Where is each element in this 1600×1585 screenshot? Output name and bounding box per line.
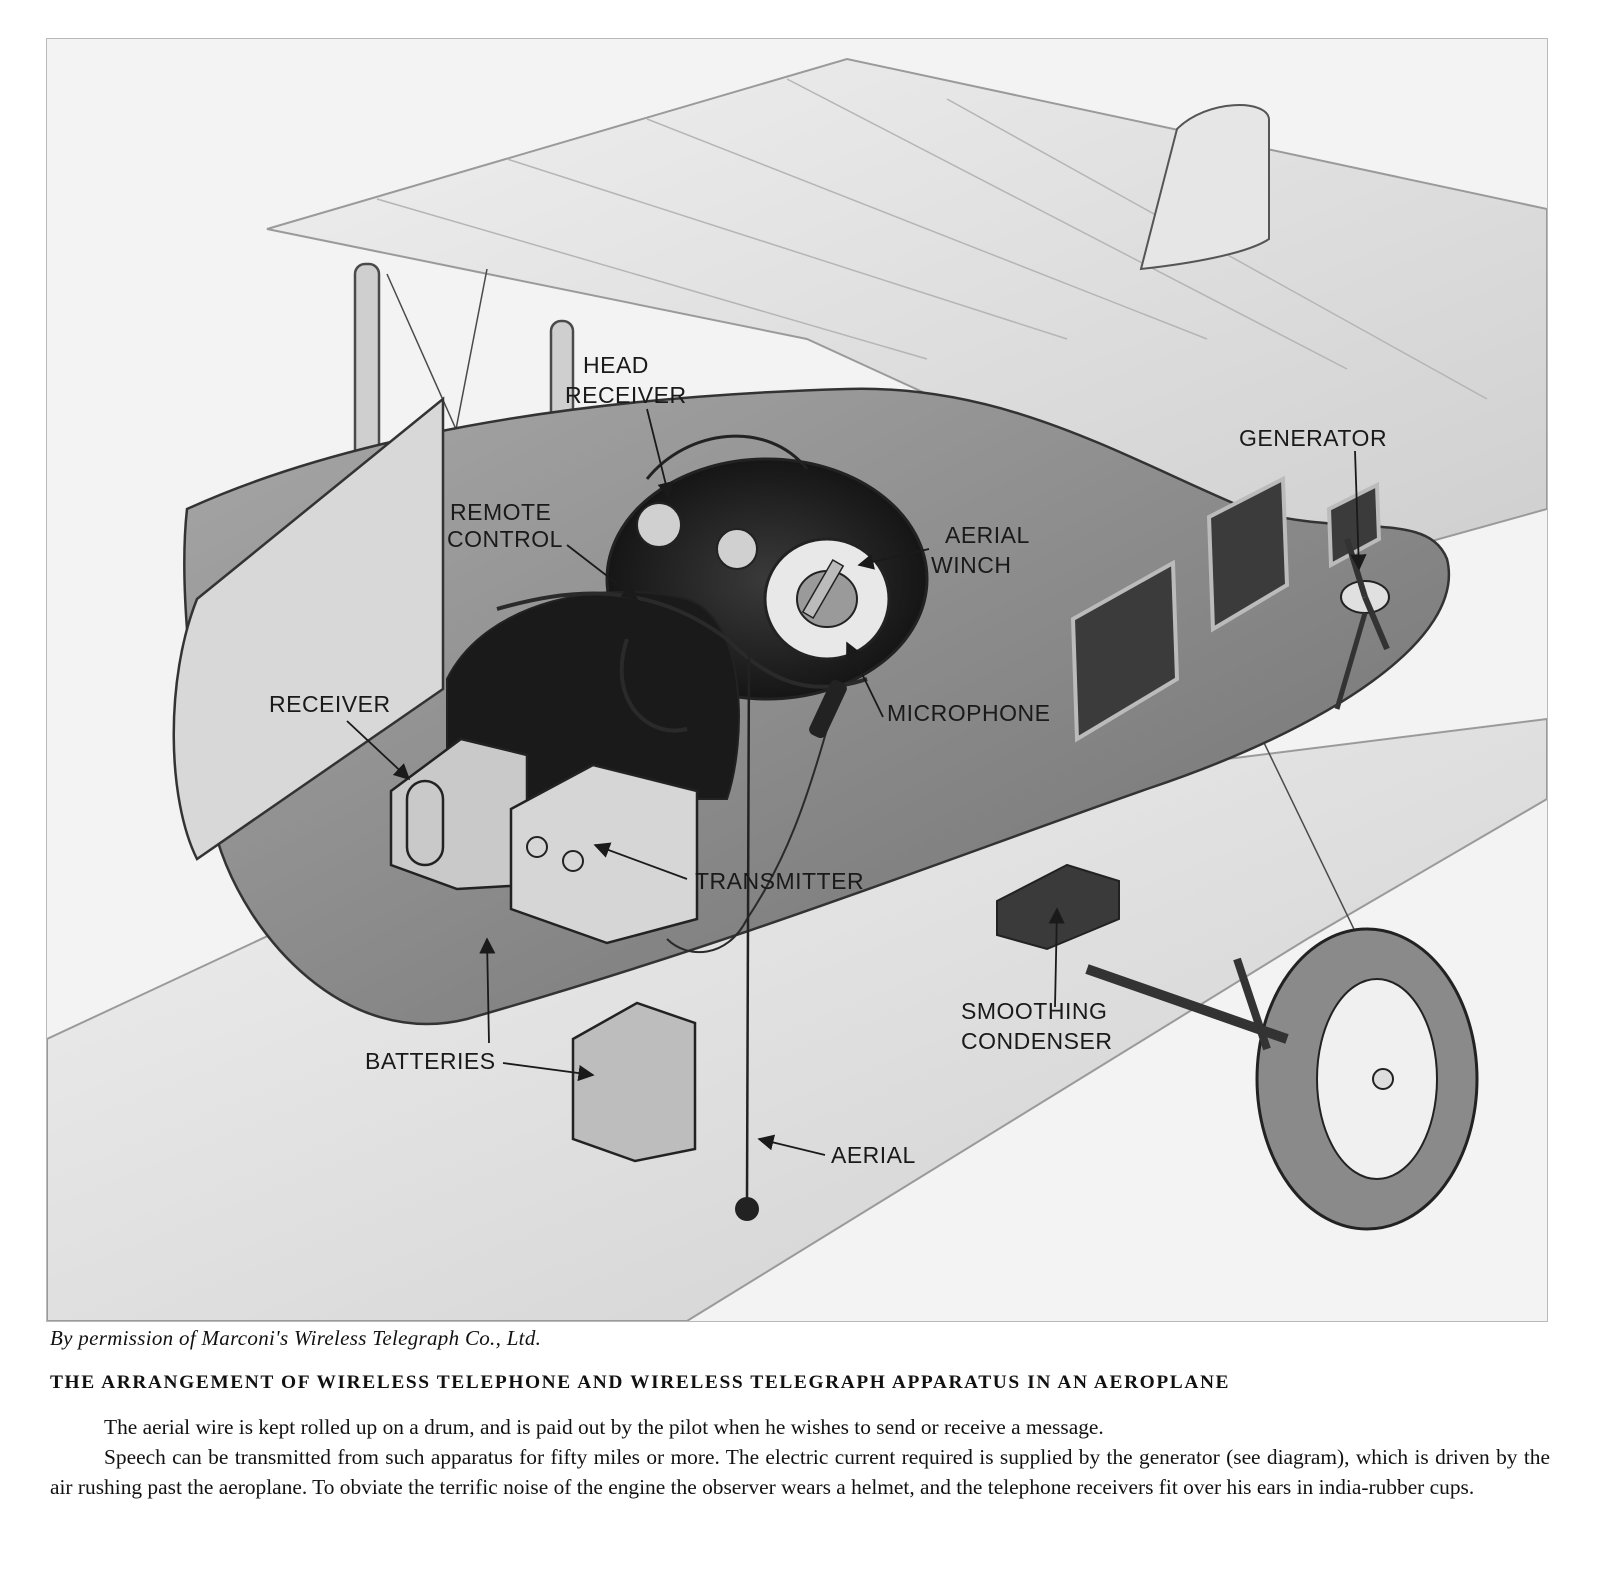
label-smoothing-condenser-line-1: SMOOTHING [961, 998, 1107, 1024]
label-aerial-winch-line-1: AERIAL [945, 522, 1030, 548]
label-aerial-winch-line-2: WINCH [931, 552, 1011, 578]
aerial-winch-drum [763, 537, 891, 661]
landing-wheel [1085, 927, 1479, 1231]
aerial-wire [735, 648, 759, 1221]
image-credit: By permission of Marconi's Wireless Tele… [50, 1326, 542, 1350]
label-generator: GENERATOR [1239, 425, 1387, 451]
label-receiver: RECEIVER [269, 691, 391, 717]
label-remote-control-line-2: CONTROL [447, 526, 563, 552]
head-receiver-set [636, 434, 809, 570]
label-batteries: BATTERIES [365, 1048, 496, 1074]
label-head-receiver-line-2: RECEIVER [565, 382, 687, 408]
caption-body: The aerial wire is kept rolled up on a d… [50, 1412, 1550, 1502]
wing-ribs [376, 78, 1488, 400]
battery-box [571, 1001, 697, 1163]
cables [496, 591, 868, 953]
open-cowling-panel [172, 396, 445, 861]
caption-headline: THE ARRANGEMENT OF WIRELESS TELEPHONE AN… [50, 1372, 1231, 1393]
cockpit-rim [446, 590, 740, 800]
wing-fin [1139, 104, 1270, 271]
label-microphone: MICROPHONE [887, 700, 1050, 726]
aeroplane-illustration: HEAD RECEIVER GENERATOR REMOTE CONTROL A… [46, 38, 1548, 1322]
label-transmitter: TRANSMITTER [695, 868, 864, 894]
label-head-receiver-line-1: HEAD [583, 352, 649, 378]
smoothing-condenser-box [996, 863, 1120, 951]
caption-paragraph-2: Speech can be transmitted from such appa… [50, 1445, 1550, 1499]
microphone-handle [809, 679, 847, 739]
cabin-windows [1070, 475, 1382, 743]
label-arrows [346, 408, 1367, 1156]
label-aerial: AERIAL [831, 1142, 916, 1168]
diagram-labels: HEAD RECEIVER GENERATOR REMOTE CONTROL A… [269, 352, 1387, 1168]
aeroplane-cutaway-diagram: HEAD RECEIVER GENERATOR REMOTE CONTROL A… [47, 57, 1547, 1321]
generator-propeller [1334, 538, 1390, 710]
caption-paragraph-1: The aerial wire is kept rolled up on a d… [104, 1415, 1104, 1439]
label-remote-control-line-1: REMOTE [450, 499, 551, 525]
label-smoothing-condenser-line-2: CONDENSER [961, 1028, 1112, 1054]
